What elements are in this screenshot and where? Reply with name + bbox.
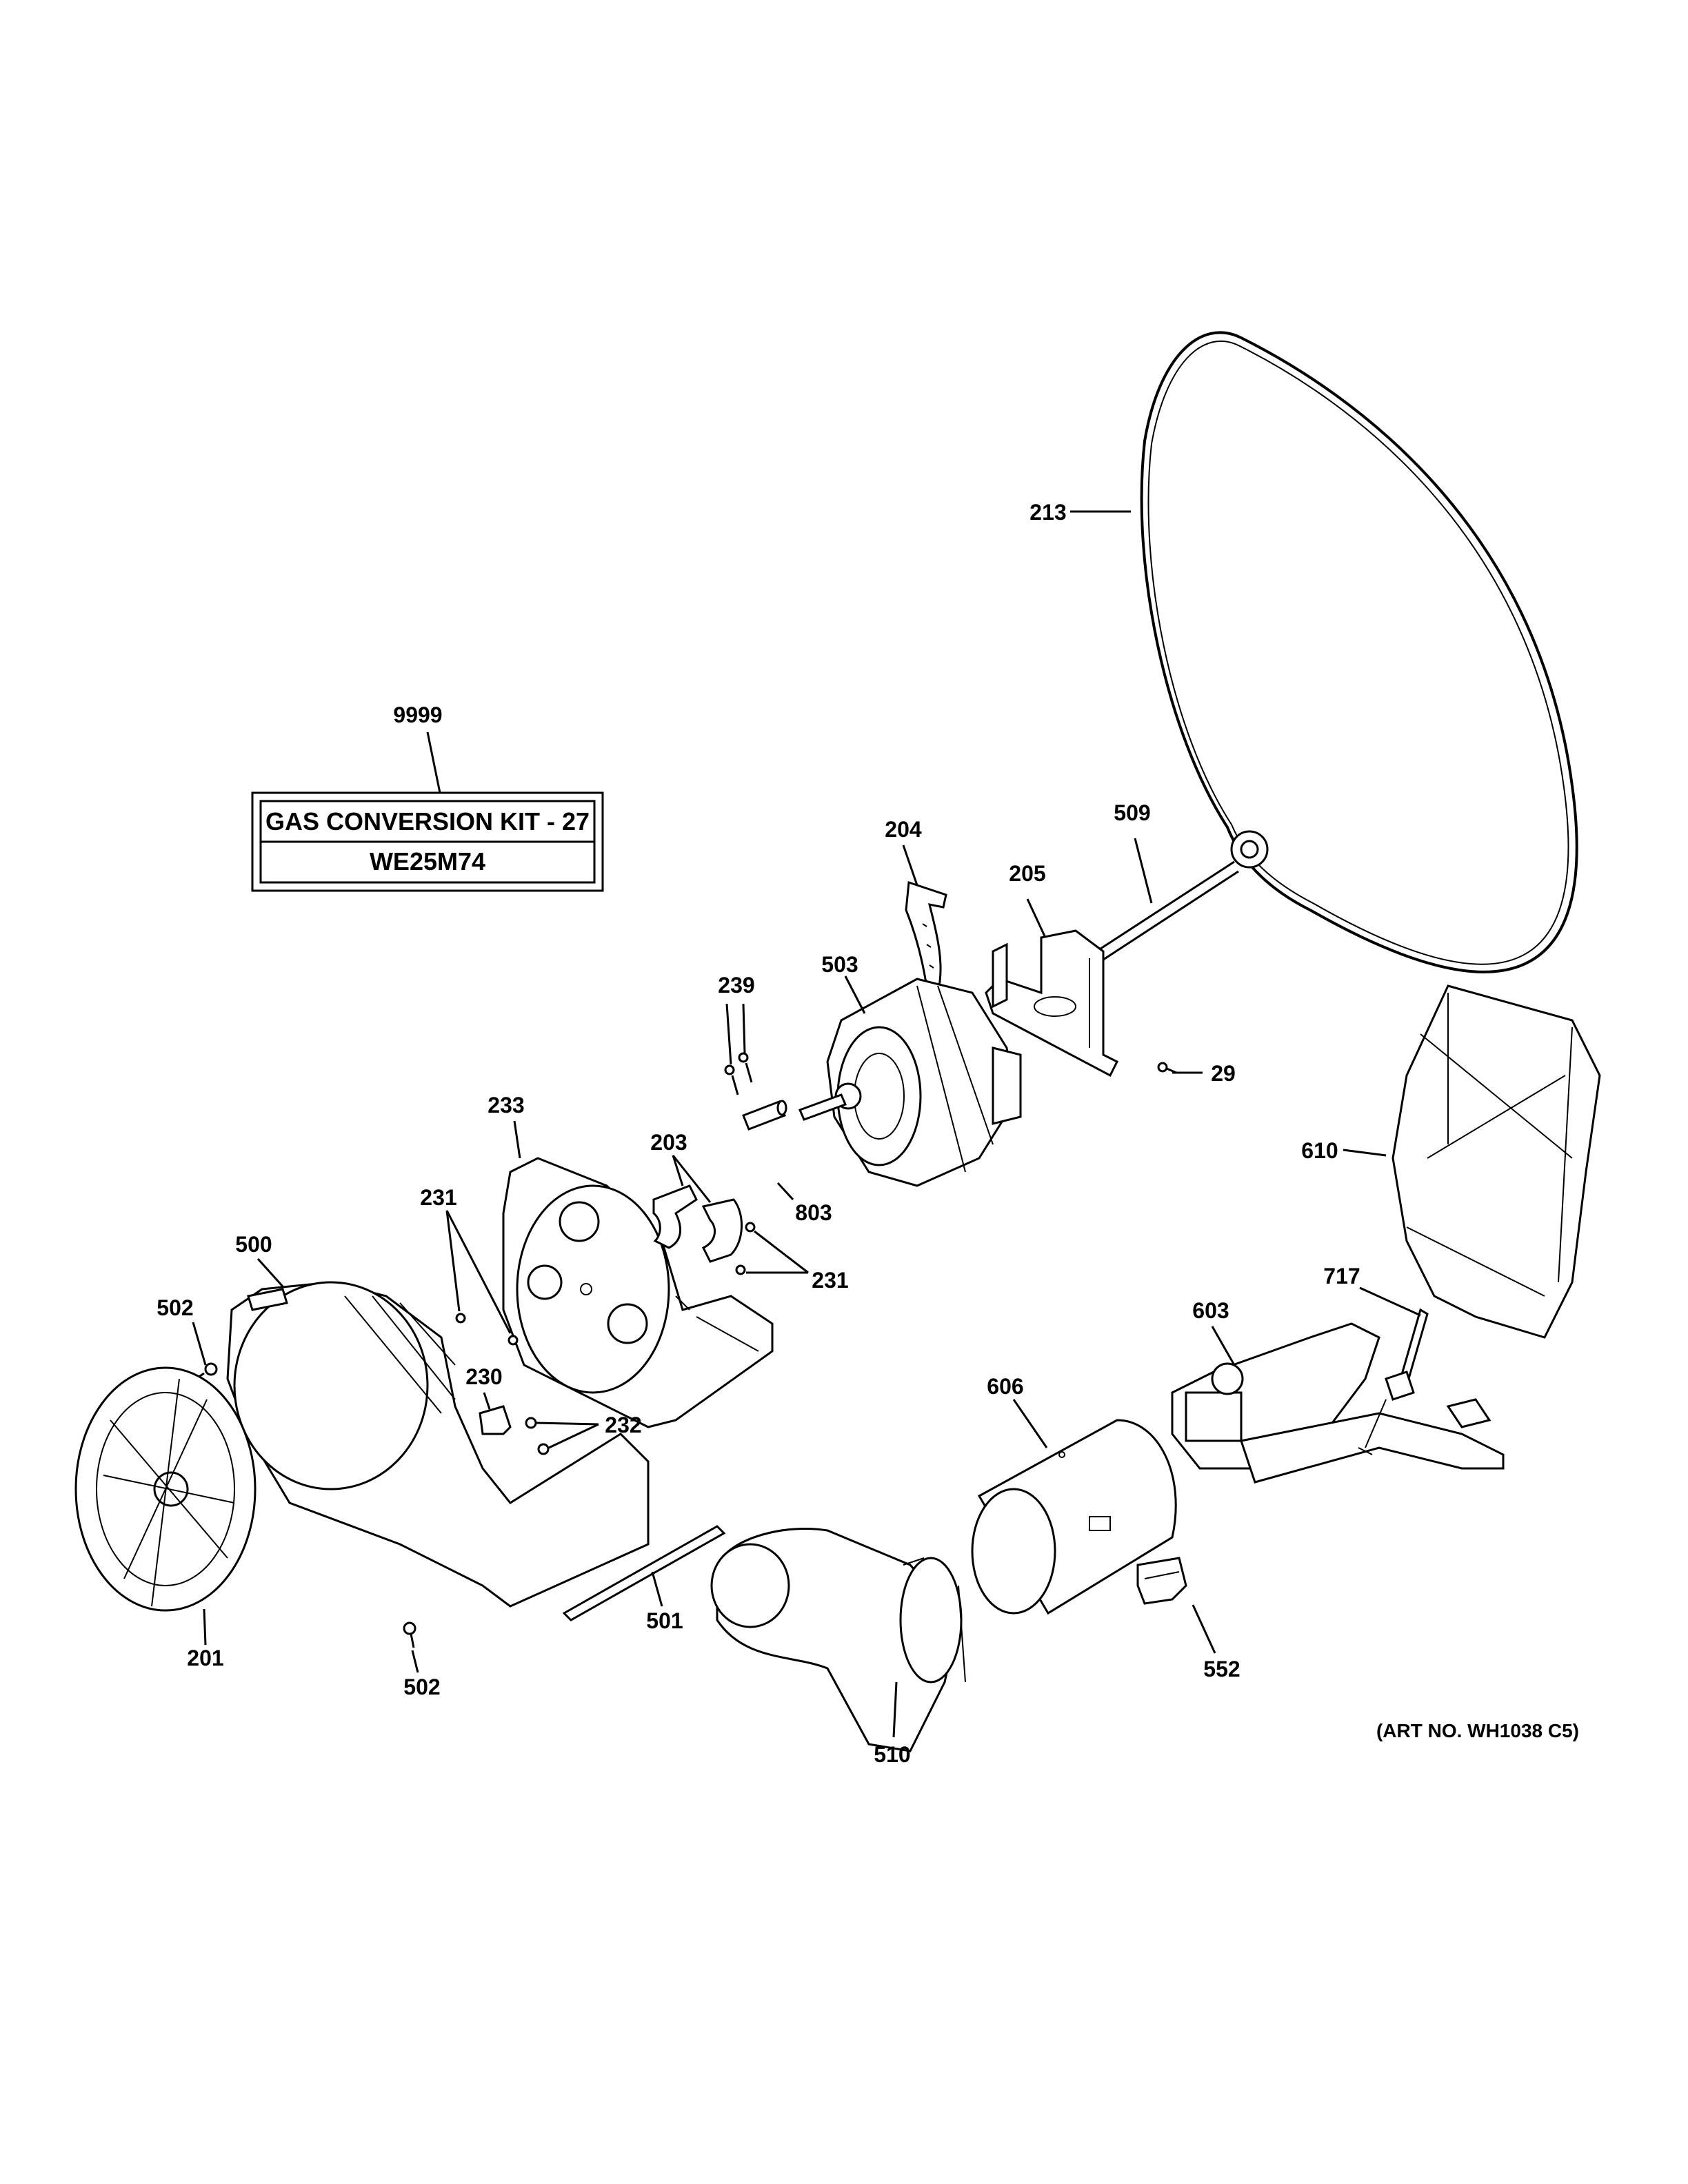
label-509: 509	[1114, 800, 1150, 825]
label-233: 233	[488, 1093, 524, 1118]
part-606-burner-tube	[971, 1419, 1177, 1615]
label-501: 501	[646, 1608, 683, 1633]
part-232-screws	[525, 1417, 550, 1455]
label-502-top: 502	[157, 1295, 193, 1320]
part-510-duct	[710, 1528, 966, 1752]
part-201-blower-wheel	[74, 1366, 257, 1612]
art-number: (ART NO. WH1038 C5)	[1376, 1720, 1579, 1741]
part-509-idler-pulley	[1096, 830, 1269, 961]
label-500: 500	[235, 1232, 272, 1257]
part-803-coupler	[742, 1100, 787, 1131]
part-500-blower-front	[226, 1281, 650, 1608]
label-203: 203	[650, 1130, 687, 1155]
kit-title: GAS CONVERSION KIT - 27	[265, 807, 590, 836]
part-717-igniter	[1358, 1308, 1429, 1455]
gas-conversion-kit-box: 9999 GAS CONVERSION KIT - 27 WE25M74	[251, 702, 604, 892]
part-233-blower-housing	[502, 1157, 774, 1428]
part-230-thermostat	[479, 1405, 512, 1435]
label-213: 213	[1029, 500, 1066, 525]
label-204: 204	[885, 817, 922, 842]
leader-lines	[192, 510, 1421, 1738]
part-205-motor-bracket	[985, 929, 1119, 1078]
label-232: 232	[605, 1413, 641, 1437]
part-503-drive-motor	[798, 978, 1022, 1187]
kit-part-number: WE25M74	[370, 847, 485, 876]
part-29-screw	[1157, 1062, 1177, 1074]
label-502-bottom: 502	[403, 1675, 440, 1699]
label-205: 205	[1009, 861, 1045, 886]
part-610-burner-shield	[1391, 984, 1601, 1339]
part-603-gas-valve	[1171, 1322, 1505, 1484]
part-501-seal	[562, 1525, 726, 1621]
label-510: 510	[874, 1742, 910, 1767]
label-503: 503	[821, 952, 858, 977]
part-204-clip	[905, 880, 947, 999]
part-502-screws	[195, 1362, 416, 1648]
kit-number-label: 9999	[393, 702, 442, 727]
part-239-screws	[724, 1052, 753, 1095]
label-603: 603	[1192, 1298, 1229, 1323]
label-717: 717	[1323, 1264, 1360, 1288]
label-201: 201	[187, 1646, 223, 1670]
part-213-drive-belt	[1140, 331, 1578, 973]
label-231-right: 231	[812, 1268, 848, 1293]
label-29: 29	[1211, 1061, 1236, 1086]
part-552-flame-sensor	[1136, 1557, 1187, 1605]
label-606: 606	[987, 1374, 1023, 1399]
label-239: 239	[718, 973, 754, 998]
part-203-motor-clamps	[652, 1184, 743, 1263]
label-230: 230	[465, 1364, 502, 1389]
label-803: 803	[795, 1200, 832, 1225]
label-610: 610	[1301, 1138, 1338, 1163]
part-labels: 213 509 204 205 503 239 29 233 203 803 6…	[157, 500, 1360, 1767]
part-231-screws	[455, 1222, 756, 1346]
label-552: 552	[1203, 1657, 1240, 1681]
label-231-left: 231	[420, 1185, 456, 1210]
